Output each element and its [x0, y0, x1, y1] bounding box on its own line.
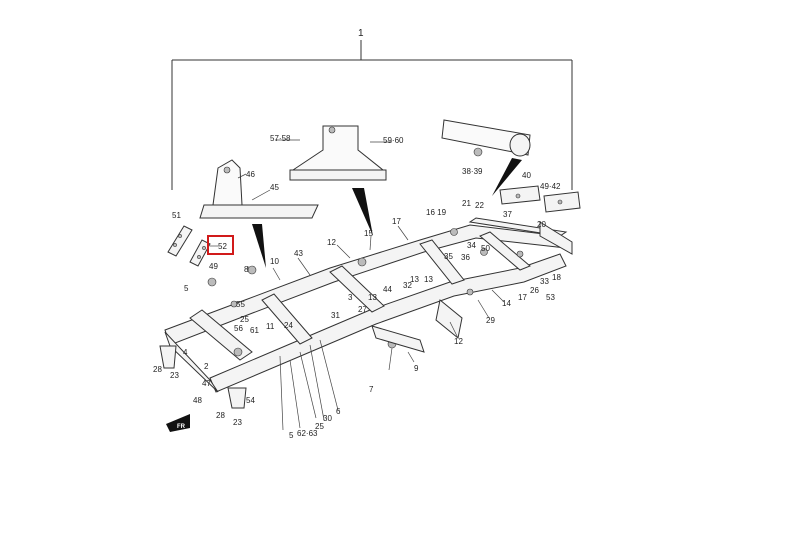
callout-28-right: 28	[216, 411, 225, 420]
callout-29: 29	[486, 316, 495, 325]
callout-17-right: 17	[518, 293, 527, 302]
callout-27: 27	[358, 305, 367, 314]
small-brackets: 51 52	[167, 211, 234, 267]
callout-36: 36	[461, 253, 470, 262]
callout-52: 52	[218, 242, 227, 251]
callout-62-63: 62·63	[297, 429, 318, 438]
detail-mount-left: 46 45	[199, 159, 319, 268]
callout-23-right: 23	[233, 418, 242, 427]
callout-46: 46	[246, 170, 255, 179]
highlight-box-52	[207, 235, 234, 255]
callout-25-left: 25	[240, 315, 249, 324]
callout-28-left: 28	[153, 365, 162, 374]
callout-35: 35	[444, 252, 453, 261]
label-1: 1	[358, 28, 364, 39]
callout-49-left: 49	[209, 262, 218, 271]
callout-57-58: 57·58	[270, 134, 291, 143]
callouts: 49 8 10 43 12 15 17 16 19 21 22 37 20 34…	[153, 199, 561, 440]
callout-30: 30	[323, 414, 332, 423]
callout-50: 50	[481, 244, 490, 253]
leader-lines	[247, 225, 505, 431]
callout-6: 6	[336, 407, 341, 416]
callout-9: 9	[414, 364, 419, 373]
callout-13-c: 13	[368, 293, 377, 302]
callout-47: 47	[202, 379, 211, 388]
callout-7: 7	[369, 385, 374, 394]
callout-2: 2	[204, 362, 209, 371]
callout-25-bottom: 25	[315, 422, 324, 431]
callout-5-left: 5	[184, 284, 189, 293]
pointer-arrow	[252, 224, 266, 268]
callout-43: 43	[294, 249, 303, 258]
callout-13-b: 13	[424, 275, 433, 284]
callout-3: 3	[348, 293, 353, 302]
callout-11: 11	[266, 322, 275, 331]
callout-20: 20	[537, 220, 546, 229]
detail-rear-tube: 38·39	[441, 119, 531, 196]
pointer-arrow	[352, 188, 373, 236]
callout-37: 37	[503, 210, 512, 219]
callout-16-19: 16 19	[426, 208, 447, 217]
front-mark-label: FR	[177, 424, 186, 430]
callout-59-60: 59·60	[383, 136, 404, 145]
callout-49-42: 49·42	[540, 182, 561, 191]
callout-8: 8	[244, 265, 249, 274]
front-direction-mark: FR	[166, 414, 190, 432]
callout-61: 61	[250, 326, 259, 335]
callout-31: 31	[331, 311, 340, 320]
callout-54: 54	[246, 396, 255, 405]
callout-55: 55	[236, 300, 245, 309]
detail-plates: 40 49·42	[499, 171, 581, 213]
detail-crossmember-top: 57·58 59·60	[270, 125, 404, 236]
callout-48: 48	[193, 396, 202, 405]
callout-51: 51	[172, 211, 181, 220]
callout-44: 44	[383, 285, 392, 294]
callout-33: 33	[540, 277, 549, 286]
callout-45: 45	[270, 183, 279, 192]
callout-10: 10	[270, 257, 279, 266]
callout-14: 14	[502, 299, 511, 308]
callout-26: 26	[530, 286, 539, 295]
callout-21: 21	[462, 199, 471, 208]
callout-38-39: 38·39	[462, 167, 483, 176]
callout-23-left: 23	[170, 371, 179, 380]
chassis-frame	[159, 217, 573, 409]
callout-22: 22	[475, 201, 484, 210]
callout-53: 53	[546, 293, 555, 302]
callout-40: 40	[522, 171, 531, 180]
pointer-arrow	[492, 158, 522, 196]
callout-34: 34	[467, 241, 476, 250]
callout-17-top: 17	[392, 217, 401, 226]
callout-24: 24	[284, 321, 293, 330]
callout-12-top: 12	[327, 238, 336, 247]
callout-32: 32	[403, 281, 412, 290]
callout-13-a: 13	[410, 275, 419, 284]
callout-4: 4	[183, 348, 188, 357]
callout-15: 15	[364, 229, 373, 238]
callout-5-bottom: 5	[289, 431, 294, 440]
callout-56: 56	[234, 324, 243, 333]
callout-18: 18	[552, 273, 561, 282]
callout-12-bottom: 12	[454, 337, 463, 346]
assembly-bracket: 1	[171, 28, 573, 190]
